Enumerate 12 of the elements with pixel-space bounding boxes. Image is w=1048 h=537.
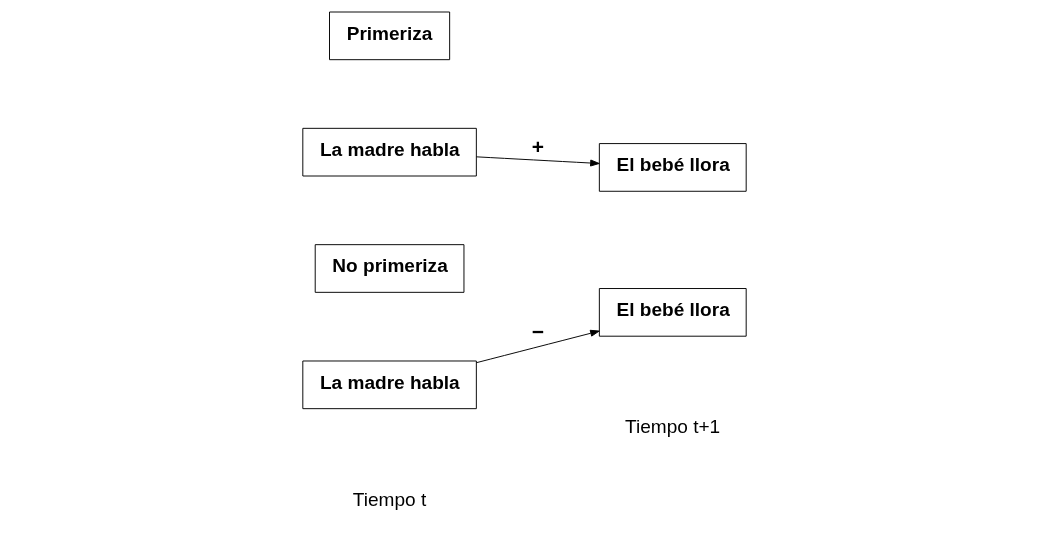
label: Tiempo t <box>352 488 426 510</box>
edge-label: − <box>531 319 544 343</box>
edge-label: + <box>531 134 544 158</box>
arrow <box>475 329 600 364</box>
arrow <box>475 156 600 167</box>
node-box: La madre habla <box>301 360 477 410</box>
node-box: El bebé llora <box>598 143 747 192</box>
label: Tiempo t+1 <box>624 416 720 438</box>
node-box: El bebé llora <box>598 288 747 337</box>
node-box: La madre habla <box>301 127 477 177</box>
node-box: Primeriza <box>328 11 450 61</box>
node-box: No primeriza <box>314 244 464 293</box>
